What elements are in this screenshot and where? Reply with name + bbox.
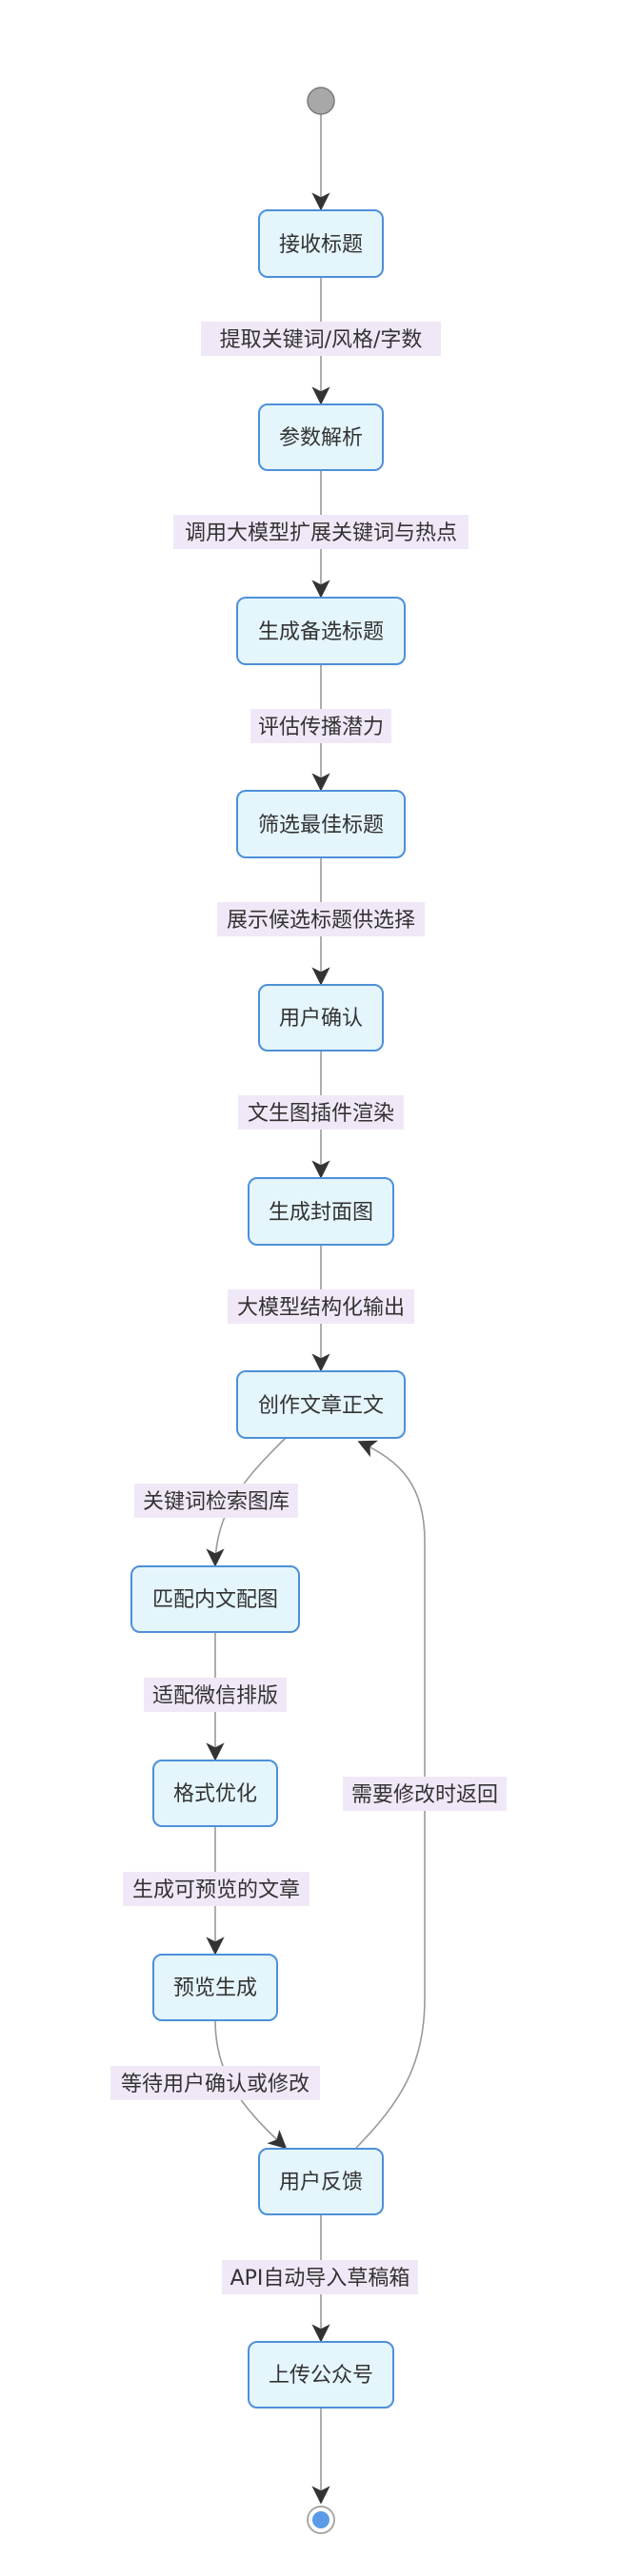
edge-label-n4-n5: 展示候选标题供选择 (227, 909, 415, 933)
node-label: 用户确认 (279, 1007, 363, 1031)
node-generate-cover: 生成封面图 (248, 1177, 394, 1246)
node-label: 筛选最佳标题 (258, 814, 384, 837)
node-label: 上传公众号 (269, 2364, 373, 2388)
node-label: 匹配内文配图 (152, 1588, 278, 1612)
node-receive-title: 接收标题 (258, 209, 384, 278)
node-label: 格式优化 (173, 1782, 257, 1806)
node-label: 生成封面图 (269, 1201, 373, 1225)
node-upload-official-account: 上传公众号 (248, 2341, 394, 2409)
edge-n11-n7 (355, 1440, 426, 2149)
edge-label-n2-n3: 调用大模型扩展关键词与热点 (185, 521, 457, 545)
node-label: 创作文章正文 (258, 1394, 384, 1418)
edge-label-n7-n8: 关键词检索图库 (143, 1490, 290, 1514)
node-parse-params: 参数解析 (258, 403, 384, 471)
node-label: 生成备选标题 (258, 620, 384, 644)
nodes: 接收标题 参数解析 生成备选标题 筛选最佳标题 用户确认 生成封面图 创作文章正… (130, 209, 406, 2409)
node-format-optimize: 格式优化 (152, 1760, 278, 1827)
node-label: 用户反馈 (279, 2171, 363, 2194)
edge-label-n1-n2: 提取关键词/风格/字数 (220, 328, 423, 352)
node-generate-candidates: 生成备选标题 (236, 597, 406, 665)
node-label: 预览生成 (173, 1976, 257, 2000)
edge-label-n11-n7: 需要修改时返回 (351, 1783, 498, 1807)
node-select-best: 筛选最佳标题 (236, 790, 406, 858)
node-preview: 预览生成 (152, 1954, 278, 2021)
edge-label-n11-n12: API自动导入草稿箱 (230, 2267, 410, 2291)
edge-label-n9-n10: 生成可预览的文章 (132, 1878, 300, 1902)
edge-labels: 提取关键词/风格/字数 调用大模型扩展关键词与热点 评估传播潜力 展示候选标题供… (110, 322, 507, 2294)
node-user-feedback: 用户反馈 (258, 2148, 384, 2215)
edge-label-n3-n4: 评估传播潜力 (258, 716, 384, 739)
node-write-body: 创作文章正文 (236, 1370, 406, 1439)
node-label: 接收标题 (279, 233, 363, 257)
node-match-images: 匹配内文配图 (130, 1565, 300, 1633)
edge-label-n5-n6: 文生图插件渲染 (248, 1102, 394, 1126)
edge-label-n6-n7: 大模型结构化输出 (237, 1296, 405, 1320)
node-label: 参数解析 (279, 426, 363, 450)
node-user-confirm: 用户确认 (258, 984, 384, 1052)
edge-label-n8-n9: 适配微信排版 (152, 1684, 278, 1708)
end-node (307, 2506, 335, 2534)
start-node (307, 87, 335, 115)
edge-label-n10-n11: 等待用户确认或修改 (121, 2073, 310, 2096)
